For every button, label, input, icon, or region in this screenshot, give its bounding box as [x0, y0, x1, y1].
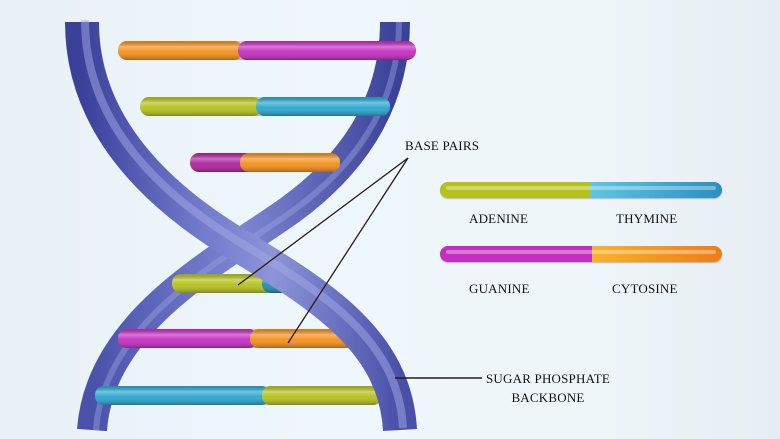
legend-bar-adenine-thymine: [440, 182, 722, 198]
adenine-swatch: [440, 182, 590, 198]
legend-label-cytosine: CYTOSINE: [612, 281, 678, 296]
backbone-label-line2: BACKBONE: [511, 390, 585, 405]
legend-label-thymine: THYMINE: [616, 211, 678, 226]
guanine-swatch: [440, 246, 592, 262]
base-pairs-pointer-lines: [237, 157, 409, 344]
legend-bar-guanine-cytosine: [440, 246, 722, 262]
legend-label-adenine: ADENINE: [469, 211, 529, 226]
base-pair-rung: [140, 97, 390, 116]
backbone-label: SUGAR PHOSPHATE BACKBONE: [486, 369, 610, 407]
thymine-swatch: [590, 182, 722, 198]
backbone-strand-front: [65, 19, 417, 432]
base-pairs-label: BASE PAIRS: [405, 138, 480, 153]
base-pair-rung: [118, 41, 416, 60]
base-pair-rung: [95, 386, 382, 405]
base-pair-rung: [190, 153, 340, 172]
base-pair-rungs: [95, 41, 416, 405]
backbone-strand-back: [77, 21, 410, 432]
base-pair-rung: [118, 329, 360, 348]
legend-label-guanine: GUANINE: [469, 281, 530, 296]
cytosine-swatch: [592, 246, 722, 262]
backbone-label-line1: SUGAR PHOSPHATE: [486, 371, 610, 386]
